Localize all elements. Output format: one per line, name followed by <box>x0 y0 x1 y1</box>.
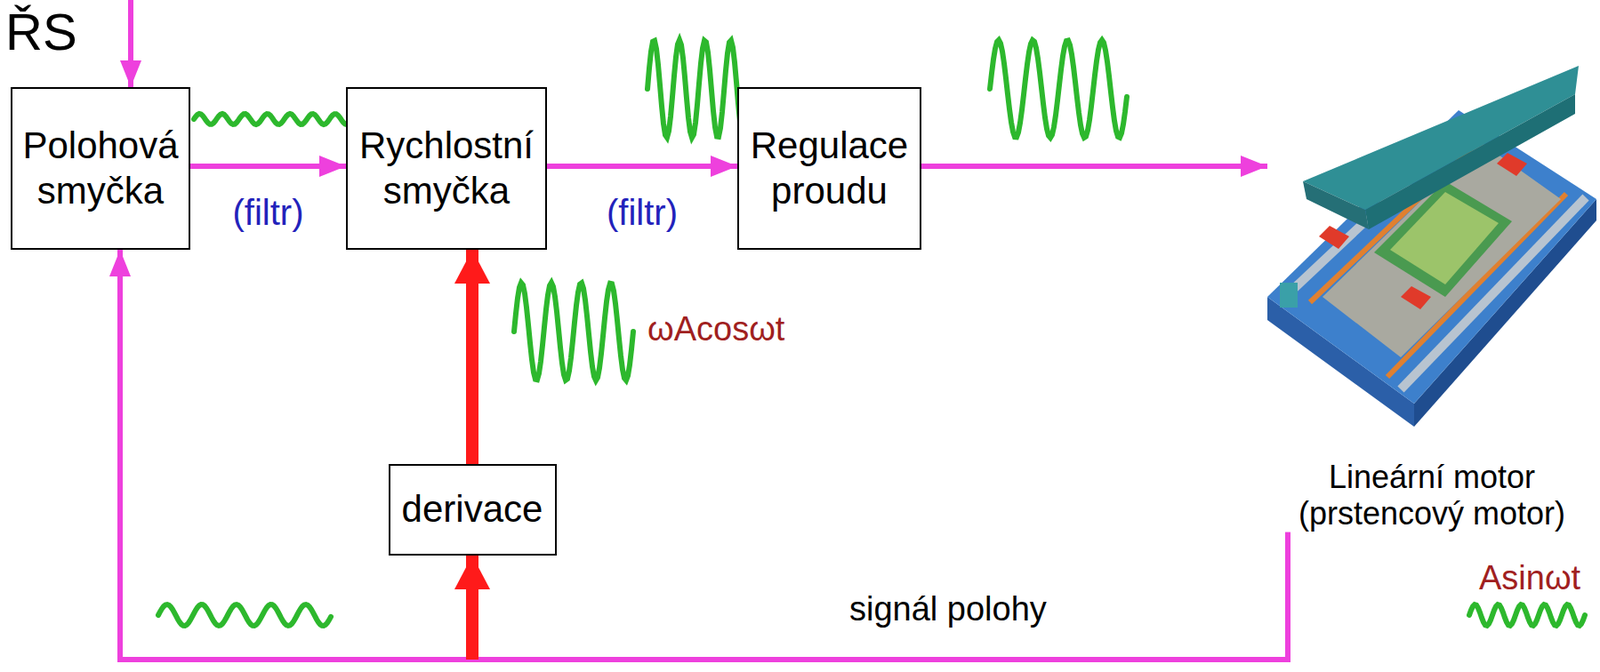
sine-wave <box>514 282 634 381</box>
control-loop-box: Rychlostní smyčka <box>345 87 547 250</box>
connector-line <box>921 163 1268 169</box>
control-loop-box: Polohová smyčka <box>10 87 191 250</box>
connector-line <box>466 249 479 465</box>
signal-connector <box>472 532 1288 660</box>
sine-wave <box>989 40 1127 138</box>
connector-line <box>120 249 1288 660</box>
signal-connector <box>472 249 474 465</box>
sine-wave <box>1469 604 1585 627</box>
node-text: Lineární motor (prstencový motor) <box>1267 458 1597 533</box>
signal-name: signál polohy <box>849 591 1047 629</box>
connector-line <box>472 532 1288 660</box>
derivative-box: derivace <box>388 464 557 556</box>
filter-label: (filtr) <box>603 192 681 233</box>
sine-wave <box>647 40 749 138</box>
sine-wave <box>193 113 353 125</box>
signal-formula: Asinωt <box>1479 560 1581 598</box>
setpoint-label: ŘS <box>5 3 78 61</box>
bearing-block <box>1496 152 1528 177</box>
signal-connector <box>921 166 1268 168</box>
motor-node: Lineární motor (prstencový motor) <box>1267 30 1597 533</box>
setpoint-arrow <box>128 0 134 88</box>
connector-line <box>466 555 479 660</box>
signal-connector <box>546 166 738 168</box>
node-text: derivace <box>399 487 547 532</box>
node-text: Regulace proudu <box>747 123 911 214</box>
bearing-block <box>1400 286 1432 310</box>
signal-connector <box>190 166 346 168</box>
node-text: Rychlostní smyčka <box>356 123 537 214</box>
connector-line <box>190 163 346 169</box>
signal-connector <box>120 249 1288 660</box>
linear-motor-illustration <box>1267 30 1600 458</box>
signal-waves <box>158 40 1585 627</box>
load-wedge-side <box>1365 94 1576 230</box>
bearing-block <box>1318 225 1350 250</box>
load-wedge-side <box>1302 181 1369 230</box>
filter-label: (filtr) <box>230 192 307 233</box>
position-sensor <box>1279 282 1298 308</box>
signal-formula: ωAcosωt <box>647 311 785 349</box>
connector-line <box>546 163 738 169</box>
node-text: Polohová smyčka <box>21 123 180 214</box>
sine-wave <box>158 604 331 627</box>
control-loop-box: Regulace proudu <box>737 87 922 250</box>
